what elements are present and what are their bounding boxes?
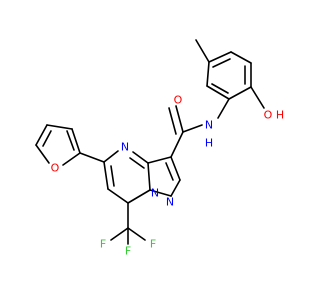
bond-fu-o-c2 (62, 152, 81, 166)
bond-fu-c5-o (35, 144, 50, 164)
atom-o-furan: O (51, 162, 60, 175)
bond-pm-c3a-n4-inner (129, 157, 145, 169)
bond-pz-c3-c3a (147, 156, 172, 164)
atom-labels: O N H O H N N N O F F F (51, 94, 284, 258)
bond-ph-4 (208, 51, 232, 63)
bond-cf3-f2 (110, 227, 129, 241)
bond-ph-3 (230, 51, 252, 64)
bond-pm-c6-c7 (107, 188, 129, 204)
bond-methyl (195, 39, 210, 63)
atom-h-amide: H (205, 137, 213, 150)
bond-fu-c4-c5 (35, 124, 48, 146)
bond-pz-c3-c2-inner (165, 162, 174, 181)
atom-o-hydroxyl: O (264, 109, 273, 122)
atom-o-carbonyl: O (174, 94, 183, 107)
structure-diagram: O N H O H N N N O F F F (35, 39, 284, 258)
bond-carbonyl-n (182, 124, 203, 133)
bond-carbonyl-double-a (175, 105, 184, 133)
bond-pm-c7-n7a (127, 189, 151, 204)
atom-n-bridge: N (151, 187, 159, 200)
bond-c5-furan (79, 152, 105, 163)
bond-pm-c5-c6-inner (110, 165, 115, 187)
bond-carbonyl-double-b (168, 107, 177, 135)
bond-fu-c2-c3-inner (66, 130, 75, 151)
atom-n-pyrazole: N (166, 196, 174, 209)
bond-fu-c2-c3 (71, 128, 81, 154)
bond-ph-5 (206, 61, 210, 87)
bond-fu-c4-c5-inner (42, 130, 52, 147)
bond-pz-n7a-c3a (147, 162, 151, 191)
bond-pm-c5-c6 (103, 161, 109, 190)
atom-h-hydroxyl: H (276, 109, 284, 122)
atom-f-2: F (100, 238, 106, 251)
bond-n-aryl (217, 98, 230, 119)
bond-pz-n1-n7a (149, 189, 172, 197)
atom-n-pyrimidine: N (121, 141, 129, 154)
atom-f-1: F (125, 245, 131, 258)
atom-n-amide: N (205, 119, 213, 132)
atom-f-3: F (150, 238, 156, 251)
bond-ph-6-inner (211, 83, 229, 94)
bond-pz-c3-c2 (170, 156, 181, 181)
bond-ph-6 (206, 85, 230, 100)
bond-ph-4-inner (212, 58, 231, 68)
bond-ph-1 (228, 86, 252, 100)
bond-c-oh (250, 86, 265, 109)
bond-pm-n4-c5 (103, 150, 119, 163)
molecule-svg: O N H O H N N N O F F F (35, 39, 284, 258)
bond-carbonyl-c3 (170, 131, 184, 158)
bond-pz-c2-n1 (170, 179, 181, 197)
bonds (35, 39, 265, 245)
bond-pm-c3a-n4 (132, 151, 149, 164)
bond-cf3-f3 (127, 227, 146, 241)
bond-fu-c3-c4 (46, 124, 73, 130)
